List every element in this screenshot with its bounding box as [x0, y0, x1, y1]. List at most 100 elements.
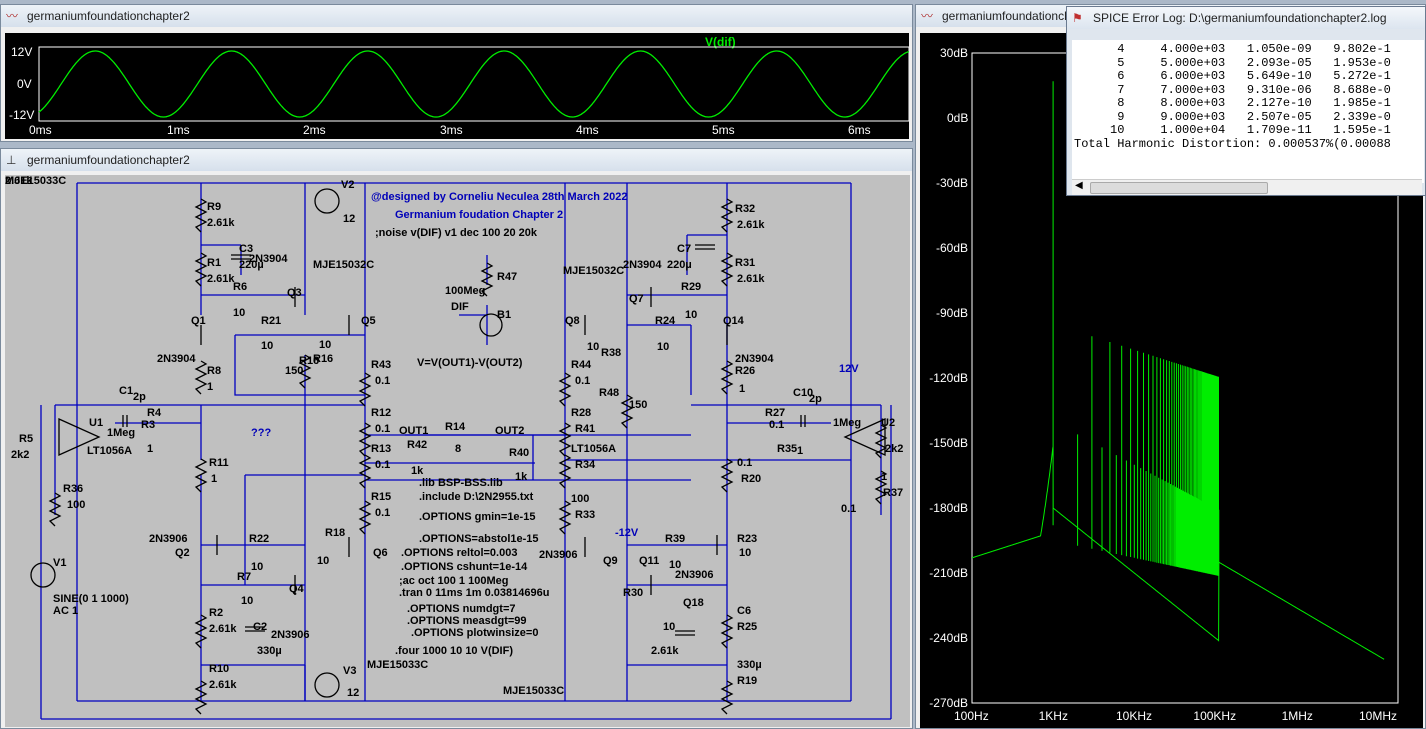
- error-log-hscrollbar[interactable]: ◀: [1072, 179, 1422, 195]
- schematic-label: R4: [147, 407, 162, 419]
- trace-label[interactable]: V(dif): [705, 35, 736, 49]
- schematic-label: Q4: [289, 583, 304, 595]
- resistor-symbol: [558, 454, 572, 489]
- scroll-left-icon[interactable]: ◀: [1075, 180, 1083, 191]
- schematic-label: 10: [317, 555, 330, 567]
- schematic-label: R32: [735, 203, 756, 215]
- schematic-label: R23: [737, 533, 758, 545]
- schematic-label: R19: [737, 675, 758, 687]
- schematic-label: R47: [497, 271, 518, 283]
- opamp-u2: [843, 417, 886, 457]
- schematic-label: 0.1: [737, 457, 753, 469]
- schematic-label: Q18: [683, 597, 704, 609]
- schematic-label: R22: [249, 533, 270, 545]
- schematic-label: R26: [735, 365, 756, 377]
- schematic-label: .OPTIONS measdgt=99: [407, 615, 527, 627]
- schematic-label: Q9: [603, 555, 618, 567]
- y-tick-label: -180dB: [929, 501, 968, 515]
- schematic-label: R37: [883, 487, 904, 499]
- schematic-label: 1k: [411, 465, 424, 477]
- schematic-label: 2N3906: [539, 549, 578, 561]
- y-tick-label: 0dB: [947, 111, 969, 125]
- x-tick-label: 100KHz: [1193, 709, 1237, 723]
- schematic-label: 100Meg: [445, 285, 486, 297]
- y-tick-label: -30dB: [935, 176, 968, 190]
- schematic-label: 150: [285, 365, 304, 377]
- schematic-label: R11: [209, 457, 229, 469]
- x-tick-label: 10KHz: [1116, 709, 1153, 723]
- schematic-label: 10: [241, 595, 254, 607]
- resistor-symbol: [358, 422, 372, 457]
- waveform-title: germaniumfoundationchapter2: [27, 9, 190, 23]
- x-tick-label: 5ms: [712, 123, 735, 137]
- schematic-label: .OPTIONS reltol=0.003: [401, 547, 518, 559]
- schematic-label: 330µ: [737, 659, 762, 671]
- spectrum-title: germaniumfoundationchapter2: [942, 9, 1105, 23]
- y-tick-label: 0V: [17, 77, 32, 91]
- schematic-label: U2: [881, 417, 896, 429]
- schematic-label: C10: [793, 387, 814, 399]
- schematic-label: Q3: [287, 287, 302, 299]
- schematic-label: 12: [347, 687, 360, 699]
- schematic-label: R24: [655, 315, 676, 327]
- schematic-label: R9: [207, 201, 222, 213]
- schematic-label: Q1: [191, 315, 206, 327]
- schematic-label: OUT2: [495, 425, 525, 437]
- schematic-label: V2: [341, 179, 355, 191]
- schematic-label: MJE15033C: [503, 685, 565, 697]
- x-tick-label: 1ms: [167, 123, 190, 137]
- waveform-window[interactable]: 〰 germaniumfoundationchapter2 12V 0V -12…: [0, 4, 913, 142]
- schematic-label: 2N3906: [149, 533, 188, 545]
- schematic-label: 330µ: [257, 645, 282, 657]
- error-log-title-bar[interactable]: ⚑ SPICE Error Log: D:\germaniumfoundatio…: [1067, 7, 1425, 29]
- schematic-label: R20: [741, 473, 762, 485]
- schematic-label: -12V: [615, 527, 639, 539]
- y-tick-label: -120dB: [929, 371, 968, 385]
- schematic-label: 100: [571, 493, 590, 505]
- schematic-label: .OPTIONS gmin=1e-15: [419, 511, 536, 523]
- schematic-label: Germanium foudation Chapter 2: [395, 209, 564, 221]
- waveform-plot[interactable]: 12V 0V -12V V(dif) 0ms 1ms 2ms 3ms 4ms 5…: [5, 33, 909, 139]
- schematic-label: R16: [299, 355, 320, 367]
- x-tick-label: 1KHz: [1038, 709, 1068, 723]
- schematic-label: 0.1: [375, 507, 391, 519]
- resistor-symbol: [558, 372, 572, 407]
- schematic-label: @designed by Corneliu Neculea 28th March…: [371, 191, 628, 203]
- schematic-label: 10: [739, 547, 752, 559]
- schematic-label: 10: [261, 340, 274, 352]
- schematic-label: 2N3906: [675, 569, 714, 581]
- schematic-label: R27: [765, 407, 786, 419]
- schematic-label: Q5: [361, 315, 376, 327]
- resistor-symbol: [48, 492, 62, 527]
- resistor-symbol: [720, 360, 734, 395]
- resistor-symbol: [480, 262, 494, 297]
- x-tick-label: 6ms: [848, 123, 871, 137]
- scroll-thumb[interactable]: [1090, 182, 1268, 194]
- schematic-wires: [40, 182, 892, 720]
- error-log-window[interactable]: ⚑ SPICE Error Log: D:\germaniumfoundatio…: [1066, 6, 1426, 196]
- schematic-label: R40: [509, 447, 530, 459]
- schematic-label: V=V(OUT1)-V(OUT2): [417, 357, 523, 369]
- schematic-label: .tran 0 11ms 1m 0.03814696u: [399, 587, 550, 599]
- schematic-label: R1: [207, 257, 222, 269]
- schematic-label: 2.61k: [207, 217, 235, 229]
- schematic-label: R25: [737, 621, 758, 633]
- schematic-canvas[interactable]: @designed by Corneliu Neculea 28th March…: [5, 175, 910, 727]
- schematic-label: .OPTIONS cshunt=1e-14: [401, 561, 528, 573]
- schematic-label: Q11: [639, 555, 660, 567]
- schematic-label: R21: [261, 315, 282, 327]
- schematic-label: R5: [19, 433, 34, 445]
- schematic-label: .OPTIONS plotwinsize=0: [411, 627, 539, 639]
- y-tick-label: 30dB: [940, 46, 969, 60]
- schematic-label: 1: [797, 445, 804, 457]
- resistor-symbol: [358, 372, 372, 407]
- error-log-text[interactable]: 4 4.000e+03 1.050e-09 9.802e-1 5 5.000e+…: [1072, 40, 1424, 183]
- schematic-window[interactable]: ⊥ germaniumfoundationchapter2: [0, 148, 913, 729]
- schematic-label: B1: [497, 309, 512, 321]
- resistor-symbol: [358, 454, 372, 489]
- schematic-title-bar[interactable]: ⊥ germaniumfoundationchapter2: [1, 149, 912, 171]
- schematic-label: C3: [239, 243, 254, 255]
- waveform-title-bar[interactable]: 〰 germaniumfoundationchapter2: [1, 5, 912, 27]
- schematic-label: 2N3904: [623, 259, 662, 271]
- schematic-label: C7: [677, 243, 692, 255]
